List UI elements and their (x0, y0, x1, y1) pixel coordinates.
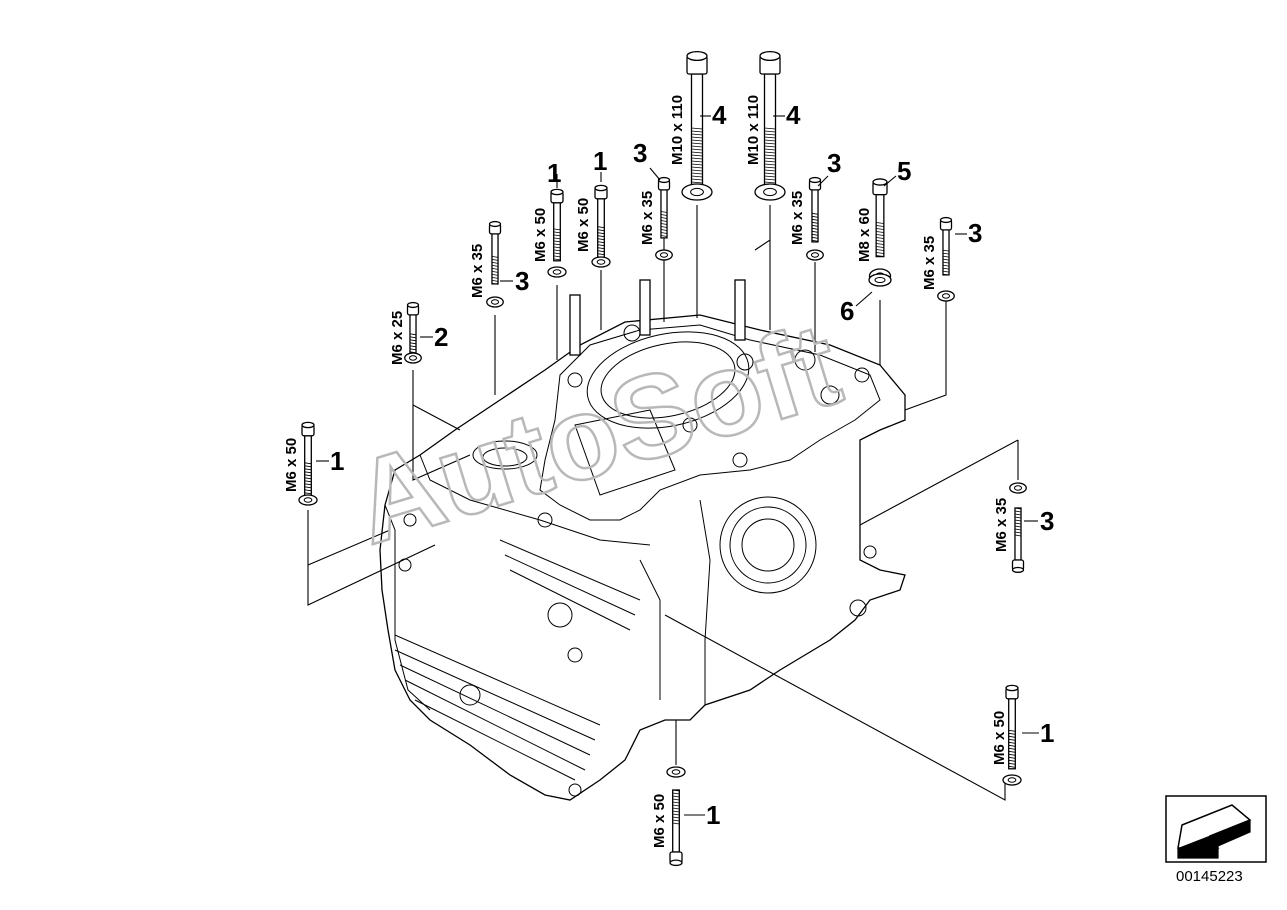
bolt (1002, 684, 1022, 786)
size-label: M6 x 50 (651, 794, 668, 848)
bolt (754, 50, 786, 201)
size-label: M6 x 25 (389, 311, 406, 365)
callout-number: 4 (786, 100, 801, 130)
callout-number: 3 (827, 148, 841, 178)
crankcase-housing (379, 314, 906, 801)
callout-number: 2 (434, 322, 448, 352)
size-label: M6 x 50 (575, 198, 592, 252)
size-label: M6 x 50 (283, 438, 300, 492)
bolt (1009, 482, 1027, 573)
bolt (404, 301, 422, 364)
size-label: M10 x 110 (745, 95, 762, 165)
size-label: M8 x 60 (856, 208, 873, 262)
size-label: M6 x 50 (991, 711, 1008, 765)
bolt-group (298, 50, 1027, 867)
callout-number: 6 (840, 296, 854, 326)
callout-number: 3 (515, 266, 529, 296)
assembly-lead-lines (307, 205, 1019, 801)
size-label: M6 x 35 (921, 236, 938, 290)
bolt (655, 176, 673, 261)
callout-number: 1 (547, 158, 561, 188)
callout-number: 1 (706, 800, 720, 830)
bolt (681, 50, 713, 201)
diagram-code: 00145223 (1176, 868, 1243, 885)
callout-number: 3 (1040, 506, 1054, 536)
size-label: M6 x 35 (993, 498, 1010, 552)
size-label: M6 x 35 (469, 244, 486, 298)
bolt (486, 220, 504, 308)
size-label: M6 x 35 (789, 191, 806, 245)
washer (868, 273, 892, 287)
size-label: M6 x 50 (532, 208, 549, 262)
callout-number: 3 (633, 138, 647, 168)
callout-number: 1 (593, 146, 607, 176)
callout-number: 4 (712, 100, 727, 130)
bolt (806, 176, 824, 261)
bolt (937, 216, 955, 302)
callout-number: 3 (968, 218, 982, 248)
arrow-down-left-icon[interactable] (1165, 795, 1267, 863)
callout-number: 1 (330, 446, 344, 476)
bolt (666, 766, 686, 867)
size-label: M6 x 35 (639, 191, 656, 245)
studs (569, 279, 746, 356)
bolt (547, 188, 567, 278)
size-label: M10 x 110 (669, 95, 686, 165)
bolt (298, 421, 318, 506)
callout-number: 5 (897, 156, 911, 186)
callout-number: 1 (1040, 718, 1054, 748)
callout-labels: M6 x 50 1 M6 x 50 1 M6 x 35 3 M10 x 110 … (283, 95, 1054, 848)
bolt (591, 184, 611, 268)
